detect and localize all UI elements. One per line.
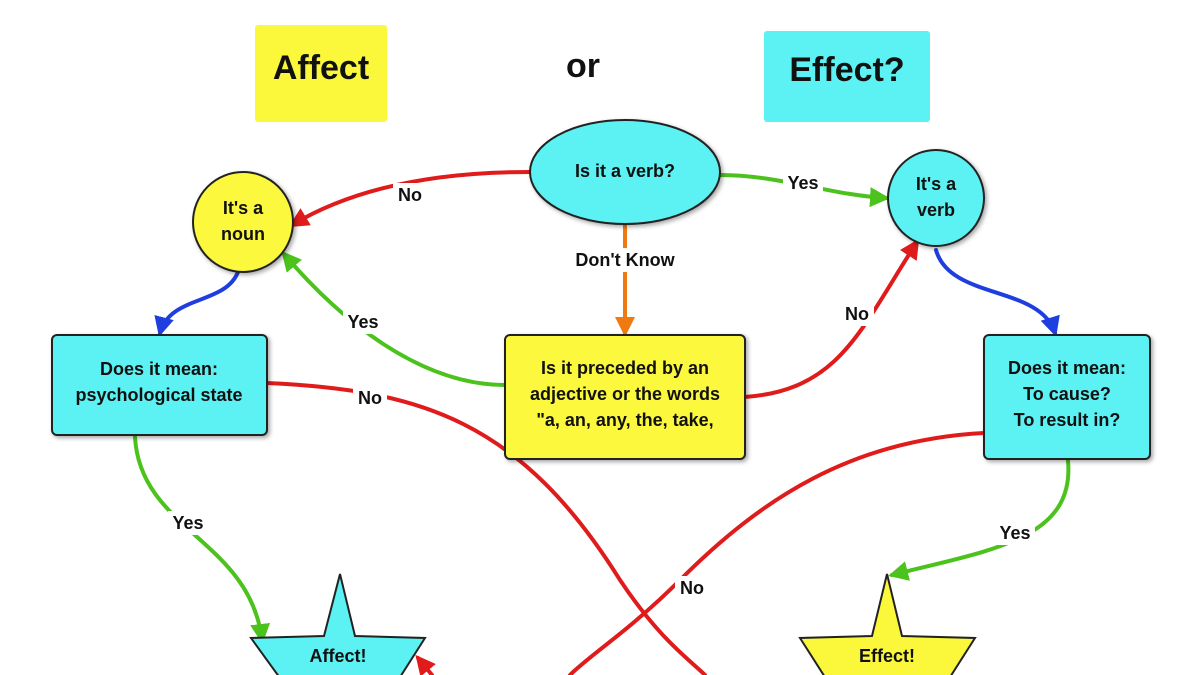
edge-preceded-yes (281, 250, 507, 387)
affect-title: Affect (273, 49, 369, 87)
node-psych: Does it mean: psychological state (51, 334, 268, 436)
or-label: or (566, 47, 600, 85)
edge-cause-yes (888, 459, 1071, 581)
preceded-text-3: "a, an, any, the, take, (536, 410, 713, 430)
label-verb-yes: Yes (787, 173, 818, 193)
label-psych-no: No (358, 388, 382, 408)
is-verb-text: Is it a verb? (575, 161, 675, 181)
node-is-verb: Is it a verb? (529, 119, 721, 225)
label-cause-no: No (680, 578, 704, 598)
label-dont-know: Don't Know (575, 250, 675, 270)
effect-star-text: Effect! (859, 646, 915, 666)
cause-text-3: To result in? (1014, 410, 1121, 430)
preceded-text-2: adjective or the words (530, 384, 720, 404)
affect-star: Affect! (249, 573, 427, 675)
edge-noun-psych (154, 270, 240, 337)
label-preceded-yes: Yes (347, 312, 378, 332)
label-verb-no: No (398, 185, 422, 205)
label-psych-yes: Yes (172, 513, 203, 533)
verb-text-2: verb (917, 200, 955, 220)
node-verb: It's a verb (887, 149, 985, 247)
edge-verb-cause (934, 248, 1060, 337)
effect-title-box: Effect? (764, 31, 930, 122)
verb-text-1: It's a (916, 174, 957, 194)
edge-preceded-no (743, 238, 920, 399)
node-noun: It's a noun (192, 171, 294, 273)
noun-text-2: noun (221, 224, 265, 244)
affect-title-box: Affect (255, 25, 387, 122)
label-cause-yes: Yes (999, 523, 1030, 543)
edge-labels: No Yes Don't Know Yes No Yes No No Yes (168, 171, 1035, 600)
cause-text-2: To cause? (1023, 384, 1111, 404)
edge-cause-no (568, 431, 986, 675)
psych-text-2: psychological state (75, 385, 242, 405)
node-preceded: Is it preceded by an adjective or the wo… (504, 334, 746, 460)
effect-star: Effect! (798, 573, 977, 675)
preceded-text-1: Is it preceded by an (541, 358, 709, 378)
noun-text-1: It's a (223, 198, 264, 218)
effect-title: Effect? (789, 51, 904, 89)
edge-psych-yes (133, 435, 271, 644)
cause-text-1: Does it mean: (1008, 358, 1126, 378)
edge-to-affect (415, 654, 436, 675)
affect-star-text: Affect! (310, 646, 367, 666)
label-preceded-no: No (845, 304, 869, 324)
node-cause: Does it mean: To cause? To result in? (983, 334, 1151, 460)
psych-text-1: Does it mean: (100, 359, 218, 379)
